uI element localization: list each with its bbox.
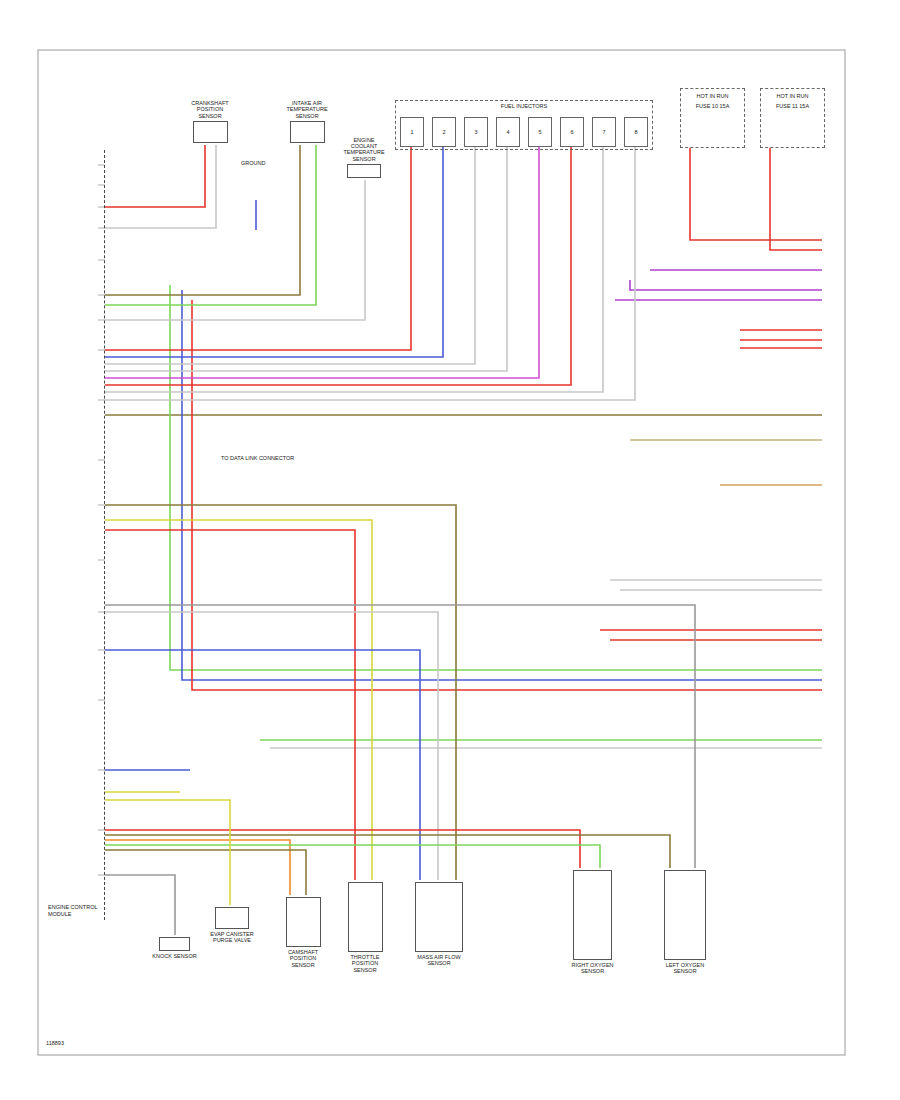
component-label: 6 [570, 129, 573, 135]
wire-connector [105, 147, 539, 378]
sensor-component: LEFT OXYGEN SENSOR [655, 868, 715, 975]
wire-connector [105, 840, 290, 895]
fuse-box: HOT IN RUN FUSE 11 15A [760, 88, 825, 148]
wire-connector [105, 145, 300, 295]
injector-box: 4 [496, 117, 520, 147]
component-label: CRANKSHAFT POSITION SENSOR [185, 100, 235, 119]
sensor-component: RIGHT OXYGEN SENSOR [565, 868, 620, 975]
component-label: KNOCK SENSOR [152, 953, 197, 959]
injector-box: 1 [400, 117, 424, 147]
injector-box: 5 [528, 117, 552, 147]
component-label: FUSE 11 15A [763, 103, 822, 109]
wire-connector [105, 800, 230, 905]
component-symbol [215, 907, 249, 929]
component-label: CAMSHAFT POSITION SENSOR [278, 949, 328, 968]
component-symbol [415, 882, 463, 952]
wire-connector [105, 505, 456, 880]
injector-group: FUEL INJECTORS 1 2 3 4 5 6 7 8 [395, 100, 653, 150]
component-symbol [193, 121, 228, 143]
injector-box: 6 [560, 117, 584, 147]
wire-connector [105, 147, 507, 371]
sensor-component: KNOCK SENSOR [152, 935, 197, 959]
ground-note: GROUND [240, 160, 266, 166]
wire-connector [105, 850, 306, 895]
component-label: 5 [538, 129, 541, 135]
component-symbol [347, 164, 381, 178]
sensor-component: ENGINE COOLANT TEMPERATURE SENSOR [340, 137, 388, 180]
sensor-component: CRANKSHAFT POSITION SENSOR [185, 100, 235, 145]
injector-box: 8 [624, 117, 648, 147]
component-symbol [664, 870, 706, 960]
injector-box: 2 [432, 117, 456, 147]
component-label: INTAKE AIR TEMPERATURE SENSOR [282, 100, 332, 119]
control-module: ENGINE CONTROL MODULE [45, 150, 105, 920]
wire-connector [105, 875, 175, 935]
component-symbol [348, 882, 383, 952]
component-label: 1 [410, 129, 413, 135]
sensor-component: INTAKE AIR TEMPERATURE SENSOR [282, 100, 332, 145]
fuse-box: HOT IN RUN FUSE 10 15A [680, 88, 745, 148]
sensor-component: CAMSHAFT POSITION SENSOR [278, 895, 328, 968]
wire-connector [105, 147, 443, 357]
wire-connector [105, 180, 365, 320]
note-text: TO DATA LINK CONNECTOR [220, 455, 295, 461]
figure-code: 118893 [45, 1040, 65, 1046]
component-label: 2 [442, 129, 445, 135]
wire-connector [105, 147, 475, 364]
component-label: THROTTLE POSITION SENSOR [340, 954, 390, 973]
wire-connector [105, 147, 571, 385]
component-symbol [159, 937, 191, 951]
injector-box: 7 [592, 117, 616, 147]
sensor-component: THROTTLE POSITION SENSOR [340, 880, 390, 973]
ecm-pin-ticks [98, 165, 105, 875]
component-label: ENGINE CONTROL MODULE [48, 904, 101, 917]
component-label: HOT IN RUN [763, 93, 822, 99]
component-label: ENGINE COOLANT TEMPERATURE SENSOR [340, 137, 388, 162]
wire-connector [105, 845, 600, 868]
component-label: FUEL INJECTORS [396, 103, 652, 109]
wire-connector [105, 520, 372, 880]
page-frame [38, 50, 845, 1055]
wire-connector [105, 145, 316, 305]
wire-connector [105, 147, 635, 400]
valve-component: EVAP CANISTER PURGE VALVE [208, 905, 256, 944]
component-symbol [290, 121, 325, 143]
wire-connector [105, 147, 411, 350]
component-label: RIGHT OXYGEN SENSOR [565, 962, 620, 975]
component-label: 8 [634, 129, 637, 135]
component-label: 4 [506, 129, 509, 135]
wire-connector [105, 145, 205, 207]
component-symbol [573, 870, 612, 960]
wire-connector [105, 605, 695, 868]
component-label: 3 [474, 129, 477, 135]
wire-connector [105, 835, 670, 868]
component-symbol [286, 897, 321, 947]
component-label: 7 [602, 129, 605, 135]
wire-connector [105, 145, 216, 228]
sensor-component: MASS AIR FLOW SENSOR [405, 880, 473, 967]
component-label: EVAP CANISTER PURGE VALVE [208, 931, 256, 944]
injector-box: 3 [464, 117, 488, 147]
wire-connector [105, 612, 438, 880]
wire-connector [105, 147, 603, 392]
component-label: MASS AIR FLOW SENSOR [405, 954, 473, 967]
component-label: LEFT OXYGEN SENSOR [655, 962, 715, 975]
off-page-wires [105, 148, 822, 792]
component-label: FUSE 10 15A [683, 103, 742, 109]
component-label: HOT IN RUN [683, 93, 742, 99]
